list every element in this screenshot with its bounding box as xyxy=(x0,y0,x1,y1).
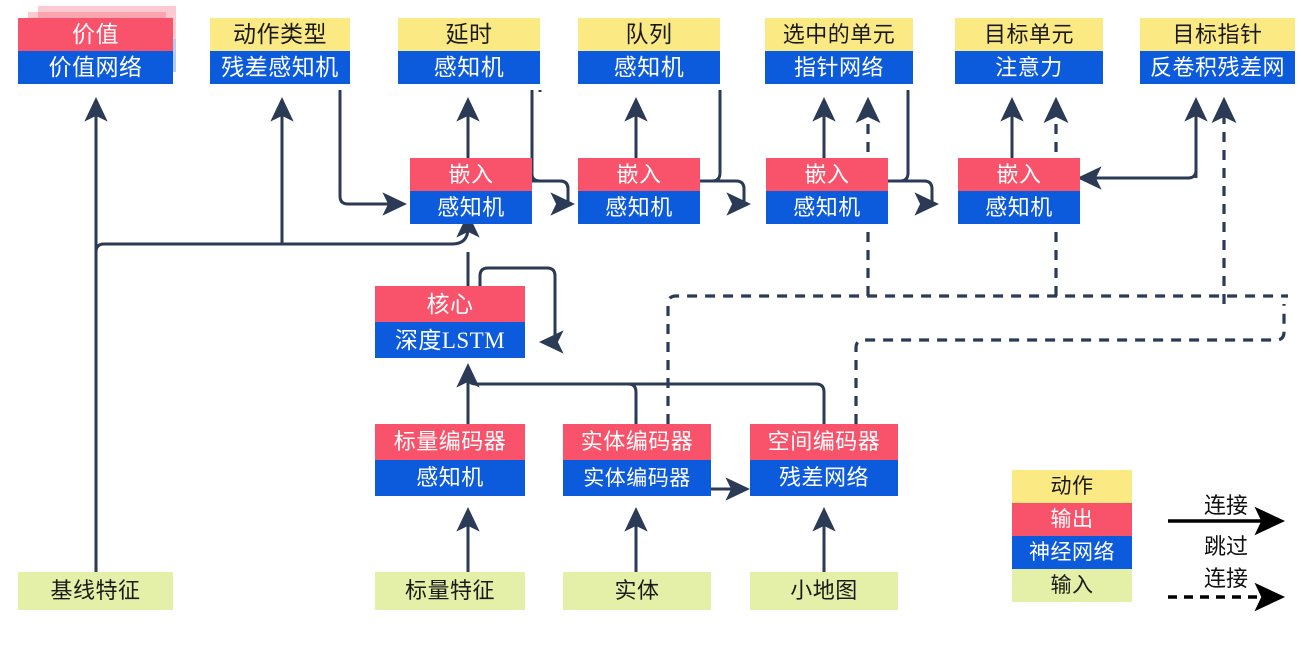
node-action-type-network: 残差感知机 xyxy=(210,51,350,84)
node-scalar-encoder-network: 感知机 xyxy=(375,460,525,496)
node-queued-action: 队列 xyxy=(578,18,720,51)
node-target-point[interactable]: 目标指针 反卷积残差网 xyxy=(1140,18,1295,84)
node-core-network: 深度LSTM xyxy=(375,322,525,358)
node-embed-2-network: 感知机 xyxy=(578,191,700,224)
node-spatial-encoder-network: 残差网络 xyxy=(750,460,898,496)
node-embed-2[interactable]: 嵌入 感知机 xyxy=(578,158,700,224)
node-selected-units-action: 选中的单元 xyxy=(765,18,913,51)
node-embed-1[interactable]: 嵌入 感知机 xyxy=(410,158,532,224)
wire-embed1-to-embed2 xyxy=(532,179,576,216)
wire-targetpointer-in-from-embed4 xyxy=(1076,100,1198,190)
node-value-action: 价值 xyxy=(18,18,173,51)
node-scalar-encoder[interactable]: 标量编码器 感知机 xyxy=(375,424,525,496)
node-target-unit-action: 目标单元 xyxy=(955,18,1103,51)
legend-swatch-output: 输出 xyxy=(1012,503,1132,536)
legend-label-skip-2: 连接 xyxy=(1203,566,1248,591)
node-input-scalar-features[interactable]: 标量特征 xyxy=(375,572,525,610)
legend-label-connection: 连接 xyxy=(1203,493,1248,518)
wire-selected-down xyxy=(888,90,910,183)
wire-skip-spatial-bus xyxy=(854,304,1286,424)
wire-embed1-out xyxy=(532,179,570,190)
node-queued-network: 感知机 xyxy=(578,51,720,84)
wire-actiontype-to-embed1 xyxy=(338,90,408,216)
node-value-network: 价值网络 xyxy=(18,51,173,84)
legend-label-skip-1: 跳过 xyxy=(1203,534,1248,559)
node-target-point-network: 反卷积残差网 xyxy=(1140,51,1295,84)
node-delay-network: 感知机 xyxy=(398,51,540,84)
node-embed-1-output: 嵌入 xyxy=(410,158,532,191)
node-embed-4-network: 感知机 xyxy=(958,191,1080,224)
node-embed-1-network: 感知机 xyxy=(410,191,532,224)
node-entity-encoder-output: 实体编码器 xyxy=(563,424,711,460)
wire-queued-down xyxy=(700,90,722,183)
node-embed-2-output: 嵌入 xyxy=(578,158,700,191)
node-input-minimap[interactable]: 小地图 xyxy=(750,572,898,610)
node-selected-units[interactable]: 选中的单元 指针网络 xyxy=(765,18,913,84)
node-selected-units-network: 指针网络 xyxy=(765,51,913,84)
node-queued[interactable]: 队列 感知机 xyxy=(578,18,720,84)
wire-delay-join xyxy=(530,90,542,183)
wire-embed3-to-embed4 xyxy=(888,179,940,216)
node-delay[interactable]: 延时 感知机 xyxy=(398,18,540,84)
node-core[interactable]: 核心 深度LSTM xyxy=(375,286,525,358)
node-scalar-encoder-output: 标量编码器 xyxy=(375,424,525,460)
wire-embed2-to-embed3 xyxy=(700,179,752,216)
legend: 动作 输出 神经网络 输入 xyxy=(1012,470,1132,602)
legend-swatch-network: 神经网络 xyxy=(1012,536,1132,569)
node-delay-action: 延时 xyxy=(398,18,540,51)
node-entity-encoder-network: 实体编码器 xyxy=(563,460,711,496)
wire-entity-encoder-to-core xyxy=(466,372,638,424)
legend-swatch-input: 输入 xyxy=(1012,569,1132,602)
node-embed-4-output: 嵌入 xyxy=(958,158,1080,191)
node-action-type-action: 动作类型 xyxy=(210,18,350,51)
node-input-baseline-features[interactable]: 基线特征 xyxy=(18,572,173,610)
node-input-entities[interactable]: 实体 xyxy=(563,572,711,610)
wire-spatial-encoder-to-core xyxy=(478,382,826,424)
node-action-type[interactable]: 动作类型 残差感知机 xyxy=(210,18,350,84)
node-target-unit[interactable]: 目标单元 注意力 xyxy=(955,18,1103,84)
node-embed-4[interactable]: 嵌入 感知机 xyxy=(958,158,1080,224)
wire-embed1-corner xyxy=(566,189,572,206)
node-embed-3-output: 嵌入 xyxy=(766,158,888,191)
legend-swatch-action: 动作 xyxy=(1012,470,1132,503)
node-target-unit-network: 注意力 xyxy=(955,51,1103,84)
node-entity-encoder[interactable]: 实体编码器 实体编码器 xyxy=(563,424,711,496)
node-target-point-action: 目标指针 xyxy=(1140,18,1295,51)
node-value[interactable]: 价值 价值网络 xyxy=(18,18,173,84)
wire-skip-entity-bus xyxy=(666,294,1288,424)
node-spatial-encoder[interactable]: 空间编码器 残差网络 xyxy=(750,424,898,496)
node-embed-3-network: 感知机 xyxy=(766,191,888,224)
node-spatial-encoder-output: 空间编码器 xyxy=(750,424,898,460)
node-core-output: 核心 xyxy=(375,286,525,322)
node-embed-3[interactable]: 嵌入 感知机 xyxy=(766,158,888,224)
